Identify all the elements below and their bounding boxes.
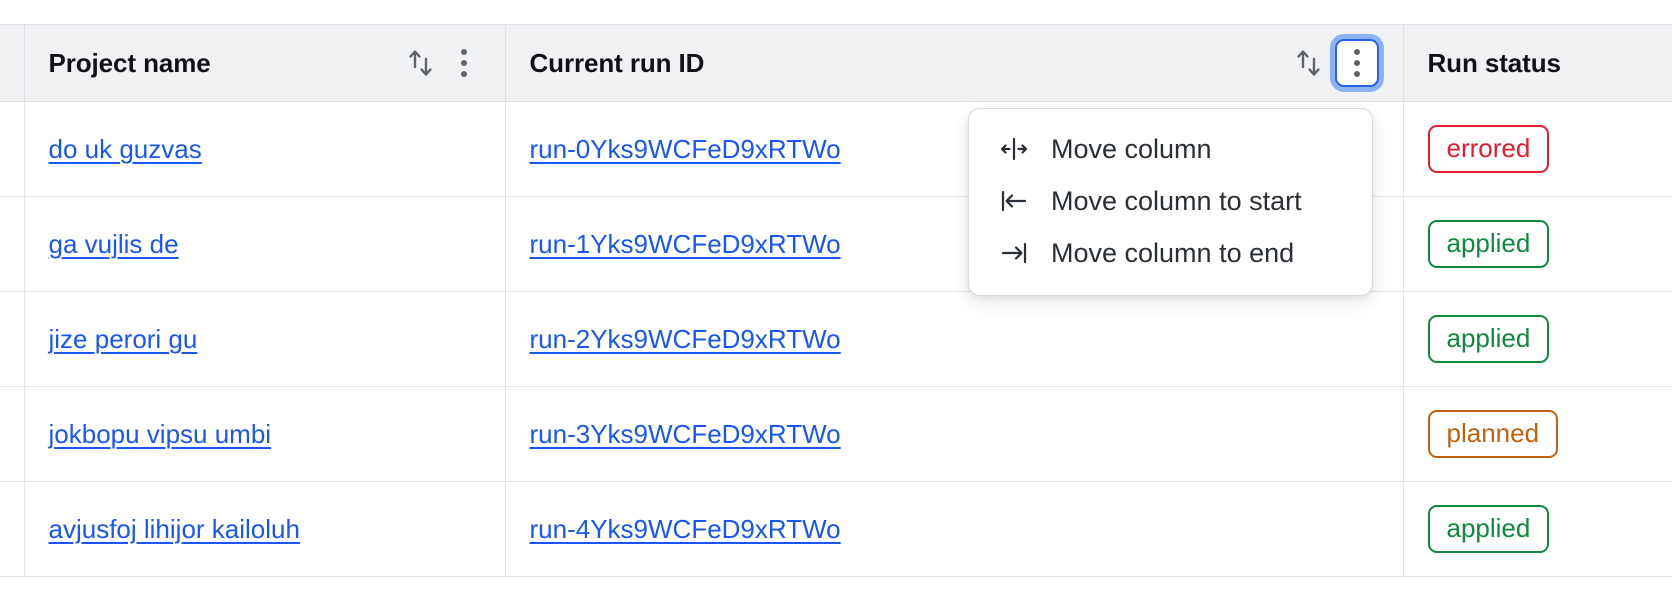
status-badge: applied xyxy=(1427,314,1550,364)
data-table-container: Project name xyxy=(0,24,1672,577)
cell-current-run-id: run-4Yks9WCFeD9xRTWo xyxy=(505,481,1404,577)
column-header-label-current-run-id: Current run ID xyxy=(529,47,705,78)
cell-project-name: jokbopu vipsu umbi xyxy=(24,386,506,482)
cell-run-status: planned xyxy=(1403,386,1672,482)
menu-item-label: Move column to start xyxy=(1051,185,1302,216)
project-name-link[interactable]: avjusfoj lihijor kailoluh xyxy=(48,513,300,544)
current-run-id-link[interactable]: run-3Yks9WCFeD9xRTWo xyxy=(529,418,841,449)
kebab-dot xyxy=(460,71,467,77)
table-row: jokbopu vipsu umbi run-3Yks9WCFeD9xRTWo pl… xyxy=(0,386,1672,482)
move-column-to-end-icon xyxy=(999,238,1029,268)
table-header: Project name xyxy=(0,24,1672,102)
table-row: ga vujlis de run-1Yks9WCFeD9xRTWo applied xyxy=(0,196,1672,292)
project-name-link[interactable]: jokbopu vipsu umbi xyxy=(48,418,272,449)
status-badge: planned xyxy=(1427,409,1559,459)
cell-run-status: applied xyxy=(1403,196,1672,292)
status-badge: errored xyxy=(1427,124,1550,174)
menu-item-move-column-to-start[interactable]: Move column to start xyxy=(969,175,1372,227)
column-menu-button-current-run-id[interactable] xyxy=(1334,39,1379,87)
status-badge: applied xyxy=(1427,504,1550,554)
project-name-link[interactable]: do uk guzvas xyxy=(48,133,202,164)
current-run-id-link[interactable]: run-0Yks9WCFeD9xRTWo xyxy=(529,133,841,164)
move-column-to-start-icon xyxy=(999,186,1029,216)
cell-project-name: jize perori gu xyxy=(24,291,506,387)
table-row: do uk guzvas run-0Yks9WCFeD9xRTWo errored xyxy=(0,101,1672,197)
cell-project-name: ga vujlis de xyxy=(24,196,506,292)
cell-current-run-id: run-2Yks9WCFeD9xRTWo xyxy=(505,291,1404,387)
menu-item-move-column[interactable]: Move column xyxy=(969,123,1372,175)
cell-current-run-id: run-3Yks9WCFeD9xRTWo xyxy=(505,386,1404,482)
current-run-id-link[interactable]: run-2Yks9WCFeD9xRTWo xyxy=(529,323,841,354)
row-select-cell[interactable] xyxy=(0,386,25,482)
sort-arrows-icon[interactable] xyxy=(1293,46,1325,80)
project-name-link[interactable]: ga vujlis de xyxy=(48,228,179,259)
menu-item-move-column-to-end[interactable]: Move column to end xyxy=(969,227,1372,279)
kebab-dot xyxy=(1353,49,1360,55)
column-header-label-project-name: Project name xyxy=(48,47,211,78)
row-select-cell[interactable] xyxy=(0,101,25,197)
current-run-id-link[interactable]: run-4Yks9WCFeD9xRTWo xyxy=(529,513,841,544)
cell-run-status: applied xyxy=(1403,291,1672,387)
status-badge: applied xyxy=(1427,219,1550,269)
kebab-dot xyxy=(460,49,467,55)
cell-project-name: avjusfoj lihijor kailoluh xyxy=(24,481,506,577)
move-column-icon xyxy=(999,134,1029,164)
current-run-id-link[interactable]: run-1Yks9WCFeD9xRTWo xyxy=(529,228,841,259)
table-row: jize perori gu run-2Yks9WCFeD9xRTWo applie… xyxy=(0,291,1672,387)
page-top-strip xyxy=(0,0,1672,24)
table-header-row: Project name xyxy=(0,24,1672,102)
row-select-cell[interactable] xyxy=(0,291,25,387)
row-select-cell[interactable] xyxy=(0,196,25,292)
column-header-label-run-status: Run status xyxy=(1427,47,1561,78)
column-options-menu[interactable]: Move column Move column to start Move co… xyxy=(968,108,1373,296)
menu-item-label: Move column xyxy=(1051,133,1212,164)
header-tools-current-run-id xyxy=(1293,39,1379,87)
cell-project-name: do uk guzvas xyxy=(24,101,506,197)
column-header-project-name: Project name xyxy=(24,24,506,102)
table-body: do uk guzvas run-0Yks9WCFeD9xRTWo errored g… xyxy=(0,101,1672,577)
menu-item-label: Move column to end xyxy=(1051,237,1295,268)
table-row: avjusfoj lihijor kailoluh run-4Yks9WCFeD9… xyxy=(0,481,1672,577)
kebab-dot xyxy=(1353,60,1360,66)
header-tools-project-name xyxy=(405,44,481,82)
column-menu-button-project-name[interactable] xyxy=(447,44,481,82)
projects-table: Project name xyxy=(0,24,1672,577)
row-select-cell[interactable] xyxy=(0,481,25,577)
kebab-dot xyxy=(1353,71,1360,77)
project-name-link[interactable]: jize perori gu xyxy=(48,323,198,354)
column-header-run-status: Run status xyxy=(1403,24,1672,102)
cell-run-status: errored xyxy=(1403,101,1672,197)
column-header-current-run-id: Current run ID xyxy=(505,24,1404,102)
cell-run-status: applied xyxy=(1403,481,1672,577)
column-header-select xyxy=(0,24,25,102)
kebab-dot xyxy=(460,60,467,66)
sort-arrows-icon[interactable] xyxy=(405,46,437,80)
